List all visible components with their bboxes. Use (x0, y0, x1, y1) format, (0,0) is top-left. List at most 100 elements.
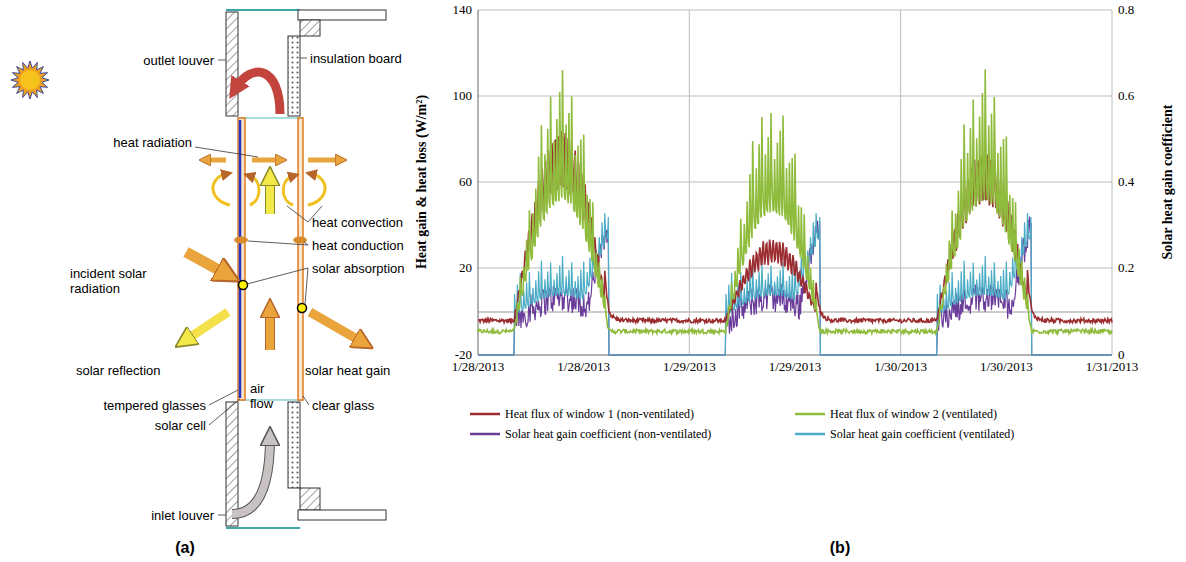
convection-arrows (213, 174, 230, 205)
tick-label: 1/28/2013 (452, 359, 505, 375)
airflow-arrows (232, 72, 280, 514)
tick-label: 0.4 (1118, 174, 1134, 190)
glass-panes (239, 120, 242, 398)
tick-label: 1/28/2013 (557, 359, 610, 375)
chart-grid (900, 10, 901, 355)
process-label: heat convection (312, 215, 403, 230)
leader-lines (247, 268, 308, 284)
glass-panes (238, 118, 303, 400)
airflow-arrows (236, 72, 280, 114)
part-label: inlet louver (151, 508, 214, 523)
wall-structure (288, 402, 300, 488)
chart-grid (478, 96, 1112, 97)
panel-letter: (a) (175, 539, 195, 557)
convection-arrows (250, 176, 259, 205)
legend-lines (470, 433, 500, 436)
wall-structure (300, 488, 320, 510)
leader-lines (209, 390, 238, 405)
solar-arrows (310, 312, 362, 342)
tick-label: 1/31/2013 (1086, 359, 1139, 375)
legend-label: Solar heat gain coefficient (ventilated) (830, 427, 1014, 442)
legend-lines (795, 413, 825, 416)
solar-arrows (186, 252, 226, 274)
sun-icon (11, 61, 49, 99)
chart-grid (1112, 10, 1113, 355)
wall-structure (226, 12, 238, 116)
tick-label: 0.8 (1118, 2, 1134, 18)
chart-grid (689, 10, 690, 355)
data-curves (478, 69, 1112, 355)
wall-structure (288, 36, 300, 116)
conduction-marks (298, 304, 307, 313)
leader-lines (209, 399, 240, 425)
leader-lines (287, 206, 308, 222)
chart-axes (478, 10, 1112, 355)
panel-letter: (b) (830, 539, 850, 557)
part-label: solar cell (155, 418, 206, 433)
tick-label: 0.6 (1118, 88, 1134, 104)
conduction-marks (234, 237, 307, 313)
leader-lines (248, 241, 308, 245)
legend-lines (470, 413, 500, 416)
part-label: insulation board (310, 51, 402, 66)
conduction-marks (234, 237, 248, 244)
leader-lines (303, 396, 309, 405)
process-label: solar reflection (76, 363, 161, 378)
legend-label: Heat flux of window 2 (ventilated) (830, 407, 997, 422)
airflow-arrows (265, 178, 275, 214)
leader-lines (195, 147, 258, 157)
process-label: heat conduction (312, 238, 404, 253)
process-label: air flow (250, 381, 284, 411)
solar-arrows (186, 312, 228, 340)
convection-arrows (283, 176, 293, 205)
conduction-marks (239, 281, 248, 290)
sun-icon (11, 61, 49, 99)
tick-label: 100 (453, 88, 473, 104)
tick-label: 1/30/2013 (874, 359, 927, 375)
tick-label: 20 (459, 260, 472, 276)
wall-structure (238, 117, 303, 119)
wall-structure (300, 20, 320, 36)
leader-lines (218, 60, 226, 61)
sun-icon (20, 70, 40, 90)
wall-structure (226, 527, 300, 529)
airflow-arrows (232, 438, 270, 514)
process-label: heat radiation (113, 135, 192, 150)
radiation-arrows (206, 160, 340, 161)
wall-structure (298, 10, 386, 20)
part-label: clear glass (312, 398, 374, 413)
radiation-arrows (206, 158, 226, 163)
process-label: incident solar radiation (70, 266, 170, 296)
leader-lines (218, 515, 226, 516)
data-curves (478, 69, 1112, 333)
tick-label: 60 (459, 174, 472, 190)
leader-lines (305, 268, 308, 304)
convection-arrows (213, 174, 325, 205)
tick-label: 0.2 (1118, 260, 1134, 276)
wall-structure (298, 510, 386, 520)
airflow-arrows (265, 310, 275, 350)
convection-arrows (308, 174, 325, 205)
legend-lines (795, 433, 825, 436)
part-label: outlet louver (143, 53, 214, 68)
airflow-arrows (232, 438, 270, 514)
tick-label: 1/29/2013 (663, 359, 716, 375)
process-label: solar heat gain (305, 363, 390, 378)
chart-grid (478, 10, 1112, 355)
wall-structure (226, 9, 300, 11)
glass-panes (298, 118, 303, 400)
leader-lines (195, 58, 322, 515)
radiation-arrows (308, 158, 340, 163)
chart-grid (478, 10, 1112, 11)
process-label: solar absorption (312, 261, 405, 276)
radiation-arrows (252, 158, 280, 163)
airflow-arrows (266, 178, 274, 214)
airflow-arrows (266, 310, 274, 350)
wall-structure (226, 402, 238, 526)
part-label: tempered glasses (103, 398, 206, 413)
legend-label: Solar heat gain coefficient (non-ventila… (505, 427, 711, 442)
tick-label: 140 (453, 2, 473, 18)
tick-label: 1/29/2013 (769, 359, 822, 375)
